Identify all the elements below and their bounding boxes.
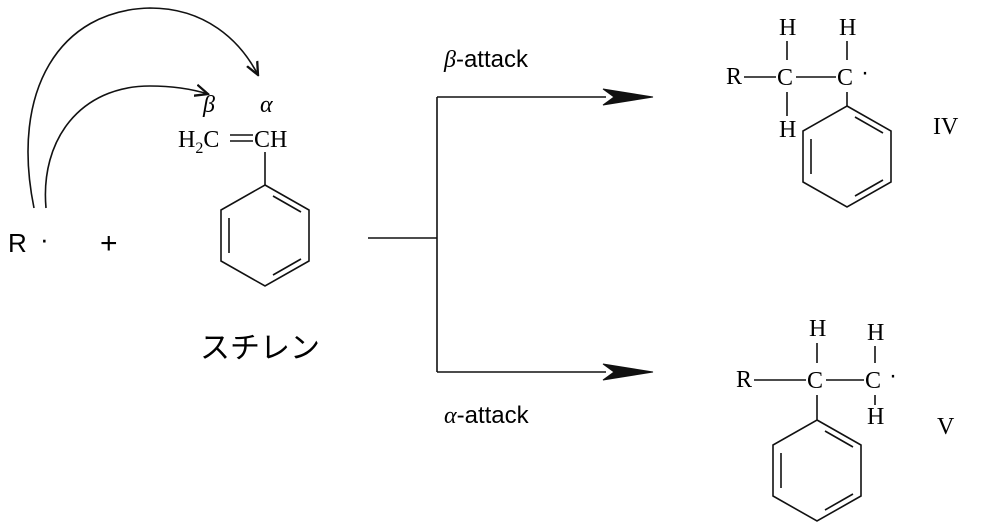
- plus-sign: +: [100, 227, 118, 260]
- radical-dot: ·: [40, 224, 49, 254]
- product-v-label: V: [937, 414, 955, 440]
- iv-c1: C: [777, 65, 793, 91]
- iv-ring-inner-bond-2: [854, 179, 884, 197]
- styrene-benzene-ring: [220, 184, 310, 287]
- styrene-ring-inner-bond-1: [272, 195, 302, 213]
- iv-c2: C: [837, 65, 853, 91]
- styrene-name: スチレン: [200, 332, 320, 365]
- product-iv-label: IV: [933, 114, 959, 140]
- styrene-ring-inner-bond-2: [272, 258, 302, 276]
- beta-attack-symbol: β: [443, 47, 456, 73]
- beta-attack-text: -attack: [456, 46, 529, 73]
- beta-arrowhead: [602, 88, 654, 106]
- iv-r: R: [726, 64, 742, 90]
- v-benzene-ring: [772, 419, 862, 522]
- ch2-subscript: 2: [195, 140, 203, 157]
- beta-label: β: [202, 92, 215, 118]
- alpha-attack-label: α-attack: [444, 402, 530, 429]
- iv-radical-dot: ·: [861, 59, 869, 86]
- v-c1: C: [807, 368, 823, 394]
- radical-r: R: [8, 228, 27, 258]
- v-h-bottom-2: H: [867, 404, 884, 430]
- iv-h-top-2: H: [839, 15, 856, 41]
- alpha-attack-curved-arrow: [27, 7, 258, 209]
- v-h-top-2: H: [867, 320, 884, 346]
- iv-ring-inner-bond-1: [854, 116, 884, 134]
- v-ring-inner-bond-1: [824, 430, 854, 448]
- iv-benzene-ring: [802, 105, 892, 208]
- beta-attack-curved-arrow: [44, 86, 208, 209]
- v-radical-dot: ·: [889, 362, 897, 389]
- iv-h-top-1: H: [779, 15, 796, 41]
- beta-attack-label: β-attack: [443, 46, 529, 73]
- v-h-top-1: H: [809, 316, 826, 342]
- alpha-attack-text: -attack: [457, 402, 530, 429]
- iv-h-bottom-1: H: [779, 117, 796, 143]
- ch2-group: H2C: [178, 127, 219, 157]
- alpha-arrowhead: [602, 363, 654, 381]
- v-r: R: [736, 367, 752, 393]
- v-c2: C: [865, 368, 881, 394]
- ch-group: CH: [254, 127, 287, 153]
- v-ring-inner-bond-2: [824, 493, 854, 511]
- ch2-c: C: [203, 127, 219, 153]
- ch2-h: H: [178, 127, 195, 153]
- alpha-attack-symbol: α: [444, 403, 457, 429]
- alpha-label: α: [260, 92, 273, 118]
